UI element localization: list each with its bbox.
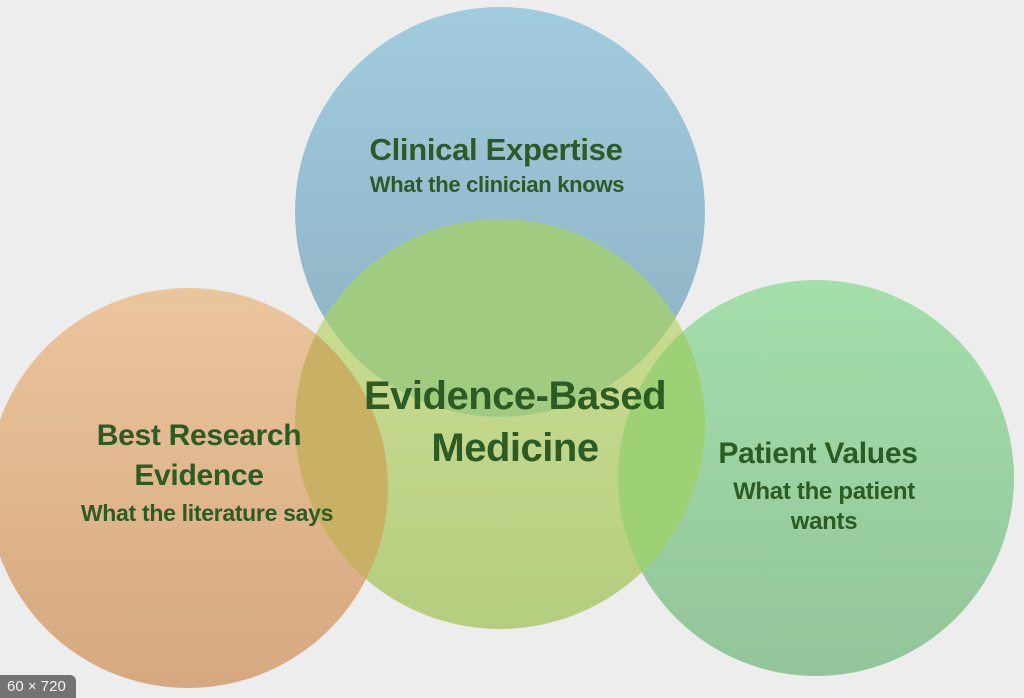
clinical-expertise-title: Clinical Expertise — [369, 132, 623, 167]
clinical-expertise-subtitle: What the clinician knows — [369, 172, 625, 197]
image-dimensions-badge: 60 × 720 — [0, 675, 76, 698]
circle-patient-values — [618, 280, 1014, 676]
circle-best-research-evidence — [0, 288, 388, 688]
evidence-based-medicine-title: Evidence-Based Medicine — [363, 374, 667, 470]
patient-values-title: Patient Values — [718, 437, 918, 470]
overlap-clinical-center — [295, 219, 705, 417]
best-research-evidence-subtitle: What the literature says — [80, 500, 334, 526]
patient-values-subtitle: What the patient wants — [733, 478, 915, 535]
best-research-evidence-title: Best Research Evidence — [96, 419, 302, 492]
